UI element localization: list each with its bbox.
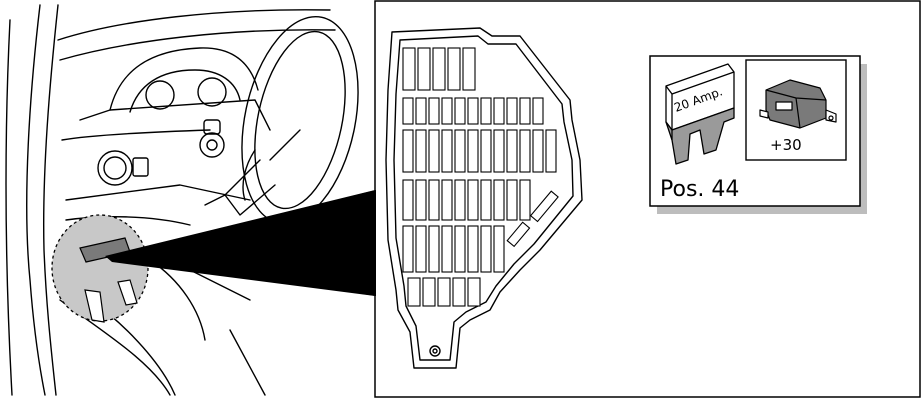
dashboard-illustration — [6, 5, 376, 395]
fuse-info-box: 20 Amp. +30 Pos. 44 — [650, 56, 867, 214]
position-label: Pos. 44 — [660, 177, 739, 202]
fuse-box-highlight — [52, 215, 148, 322]
terminal-label: +30 — [770, 136, 802, 154]
